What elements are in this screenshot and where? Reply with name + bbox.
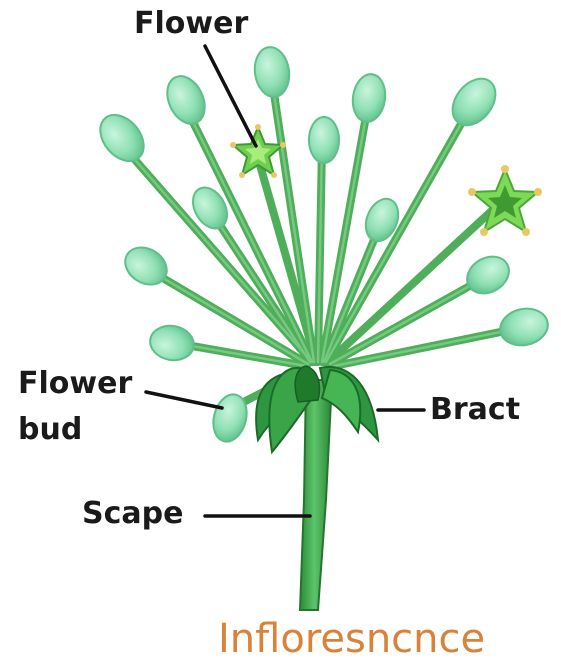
flower-label: Flower [134,6,248,42]
scape-stalk [300,380,332,610]
flower-bud [147,322,196,363]
bract-label: Bract [430,392,520,428]
flower-bud [118,240,173,292]
flower-bud-leader-line [146,392,222,408]
flower-bud [444,70,504,133]
flower-bud [252,45,293,99]
flower-bud [350,72,388,124]
flower-bud [160,70,212,130]
flower-bud [309,117,339,163]
diagram-caption: Infloresncnce [218,616,485,662]
bract [295,366,319,402]
scape-label: Scape [82,496,183,532]
flower-bud-label-line1: Flower [18,366,132,402]
flower-bud [497,304,551,349]
flower-bud [91,107,152,170]
flower-leader-line [205,46,256,146]
flower-bud-label-line2: bud [18,412,82,448]
flower-bud [460,249,515,300]
